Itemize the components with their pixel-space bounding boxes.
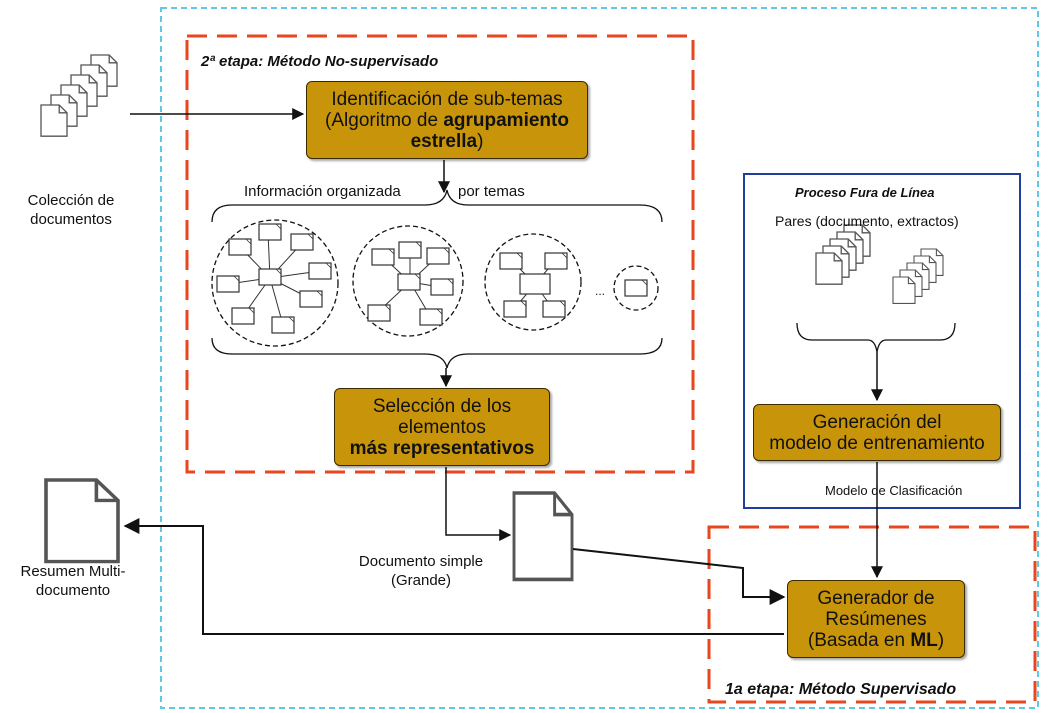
summary-label: Resumen Multi- documento — [0, 562, 146, 600]
identification-line1: Identificación de sub-temas — [331, 88, 563, 110]
bottom-brace — [211, 337, 663, 369]
identification-line2: (Algoritmo de agrupamiento — [325, 110, 569, 131]
arrow-generator-to-summary — [123, 518, 784, 635]
pairs-documents-left-icon — [815, 224, 871, 285]
pairs-label: Pares (documento, extractos) — [775, 213, 959, 229]
simple-document-label-line1: Documento simple — [358, 553, 484, 570]
generator-line1: Generador de — [817, 587, 935, 609]
cluster-single — [613, 265, 659, 311]
selection-line1: Selección de los — [372, 395, 512, 417]
stage2-title: 2ª etapa: Método No-supervisado — [201, 53, 439, 70]
generator-line3-post: ) — [937, 629, 945, 651]
identification-line3: estrella) — [411, 131, 484, 152]
training-line1: Generación del — [812, 411, 942, 433]
cluster-large — [211, 219, 339, 347]
classification-model-label: Modelo de Clasificación — [825, 483, 963, 498]
stage2-frame — [185, 34, 695, 474]
clusters-ellipsis: ... — [595, 284, 606, 298]
identification-box: Identificación de sub-temas (Algoritmo d… — [306, 81, 588, 159]
offline-frame — [743, 173, 1021, 509]
simple-document-label-line2: (Grande) — [390, 572, 452, 589]
summary-label-line1: Resumen Multi- — [20, 563, 126, 580]
generator-line3-pre: (Basada en — [807, 629, 911, 651]
organized-info-right: por temas — [458, 183, 525, 200]
cluster-small — [484, 233, 582, 331]
stage1-frame — [707, 525, 1037, 704]
training-line2: modelo de entrenamiento — [769, 432, 985, 454]
generator-box: Generador de Resúmenes (Basada en ML) — [787, 580, 965, 658]
simple-document-label: Documento simple (Grande) — [336, 552, 506, 590]
top-brace — [211, 189, 663, 223]
collection-label: Colección de documentos — [6, 191, 136, 229]
identification-line2-bold: agrupamiento — [443, 109, 569, 131]
outer-dashed-frame — [160, 7, 1039, 709]
stage1-title: 1a etapa: Método Supervisado — [725, 681, 957, 698]
cluster-medium — [352, 225, 464, 337]
training-box: Generación del modelo de entrenamiento — [753, 404, 1001, 461]
document-collection-icon — [40, 54, 118, 137]
arrow-selection-to-simple-doc — [445, 467, 512, 541]
generator-line3: (Basada en ML) — [808, 630, 944, 651]
pairs-documents-right-icon — [892, 248, 944, 304]
identification-line2-pre: (Algoritmo de — [325, 109, 444, 131]
simple-document-icon — [512, 491, 574, 582]
selection-line2: elementos — [398, 416, 486, 438]
selection-box: Selección de los elementos más represent… — [334, 388, 550, 466]
identification-line3-post: ) — [477, 130, 484, 152]
selection-line3: más representativos — [349, 437, 535, 459]
generator-line3-bold: ML — [910, 629, 938, 651]
summary-label-line2: documento — [35, 582, 111, 599]
arrow-simple-doc-to-generator — [572, 548, 786, 605]
offline-brace — [796, 322, 956, 353]
generator-line2: Resúmenes — [825, 608, 927, 630]
collection-label-line2: documentos — [30, 211, 112, 228]
collection-label-line1: Colección de — [27, 192, 115, 209]
organized-info-left: Información organizada — [244, 183, 401, 200]
identification-line3-bold: estrella — [410, 130, 478, 152]
summary-document-icon — [44, 478, 120, 564]
offline-title: Proceso Fura de Línea — [795, 185, 935, 200]
